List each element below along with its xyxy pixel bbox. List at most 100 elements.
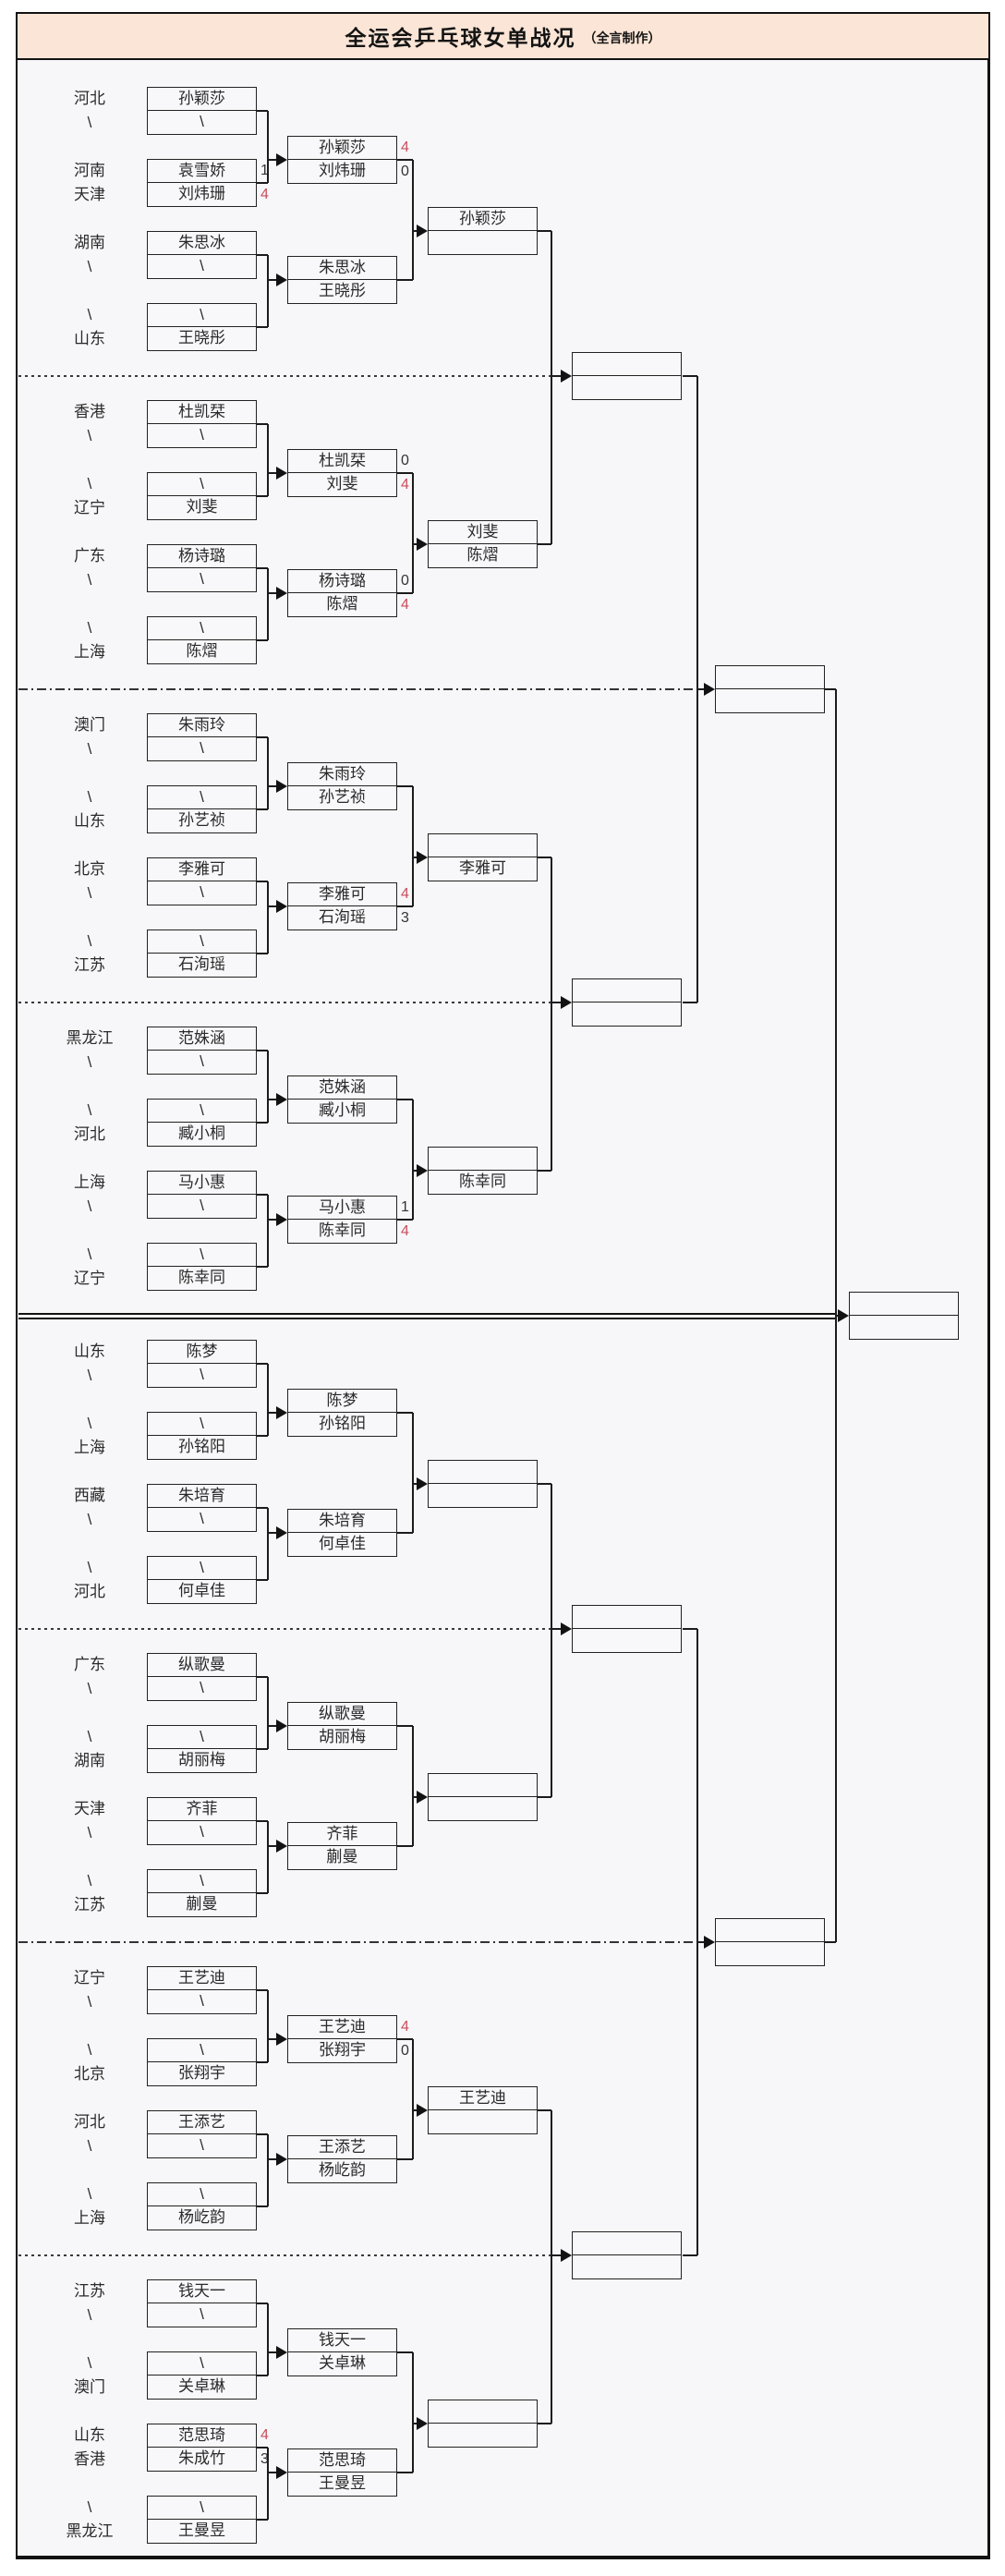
connector-line [257,1507,268,1509]
winner-arrow-icon [276,900,287,913]
player-slot: 蒯曼 [288,1845,396,1868]
player-slot: 关卓琳 [288,2351,396,2375]
bye-label: \ [87,1511,92,1528]
player-slot: 王晓彤 [148,326,256,349]
connector-line [397,785,413,787]
player-slot: 钱天一 [178,2282,225,2300]
winner-arrow-icon [276,2033,287,2046]
connector-line [397,159,413,161]
connector-line [413,2109,418,2111]
connector-line [257,2061,268,2063]
connector-line [267,1195,269,1267]
player-slot [573,375,681,398]
round2-match-box: 马小惠陈幸同 [287,1196,397,1244]
winner-arrow-icon [417,1164,428,1177]
round1-match-box: \胡丽梅 [147,1725,257,1773]
province-label: 江苏 [74,2282,105,2300]
connector-line [257,1989,268,1991]
round3-match-box: 李雅可 [428,833,538,881]
player-slot: \ [200,2041,204,2059]
round1-match-box: \王曼昱 [147,2496,257,2544]
connector-line [268,592,277,594]
connector-line [267,1508,269,1580]
connector-line [257,1363,268,1365]
winner-arrow-icon [276,2466,287,2479]
player-slot: 何卓佳 [148,1579,256,1602]
round3-match-box: 陈幸同 [428,1147,538,1195]
title-bar: 全运会乒乓球女单战况 （全言制作） [18,14,988,60]
connector-line [551,231,552,544]
connector-line [551,375,562,377]
player-slot: 孙颖莎 [319,139,366,156]
connector-line [397,1219,413,1221]
province-label: 香港 [74,403,105,420]
connector-line [413,1483,418,1485]
province-label: 天津 [74,1800,105,1817]
winner-arrow-icon [276,1406,287,1419]
player-slot: 齐菲 [326,1825,358,1842]
connector-line [836,1315,839,1317]
connector-line [551,1002,562,1003]
winner-arrow-icon [276,467,287,480]
connector-line [257,182,268,184]
player-slot: \ [148,254,256,277]
round1-match-box: \臧小桐 [147,1099,257,1147]
player-slot: \ [148,1676,256,1699]
player-slot: \ [200,2498,204,2516]
connector-line [551,2254,562,2256]
round2-match-box: 孙颖莎刘炜珊 [287,136,397,184]
round1-match-box: 李雅可\ [147,857,257,905]
winner-arrow-icon [704,1936,715,1949]
player-slot [850,1315,958,1338]
player-slot: 袁雪娇 [178,162,225,179]
player-slot: 杜凯栞 [178,403,225,420]
round1-match-box: 齐菲\ [147,1797,257,1845]
player-slot: 刘斐 [466,523,499,541]
connector-line [412,786,414,906]
player-slot [429,834,537,857]
bye-label: \ [87,1728,92,1745]
connector-line [397,472,413,474]
player-slot: 杨诗璐 [319,572,366,589]
round2-match-box: 陈梦孙铭阳 [287,1389,397,1437]
connector-line [257,254,268,256]
connector-line [257,2375,268,2376]
player-slot: 杜凯栞 [319,452,366,469]
connector-line [538,2109,551,2111]
winner-arrow-icon [704,683,715,696]
player-slot [429,1483,537,1506]
player-slot: 陈熠 [288,592,396,615]
score: 4 [401,477,409,492]
bye-label: \ [87,884,92,902]
player-slot: \ [148,1050,256,1073]
connector-line [538,230,551,232]
player-slot: \ [148,1507,256,1530]
connector-line [413,230,418,232]
quarterfinal-match-box [572,2231,682,2279]
connector-line [413,1796,418,1798]
player-slot: \ [200,475,204,492]
bye-label: \ [87,932,92,950]
winner-arrow-icon [417,1791,428,1804]
bye-label: \ [87,427,92,444]
round1-match-box: \陈熠 [147,616,257,664]
connector-line [267,568,269,640]
half-divider [18,1312,836,1319]
player-slot: \ [148,1194,256,1217]
player-slot: 孙艺祯 [288,785,396,808]
winner-arrow-icon [276,2153,287,2166]
round1-match-box: \张翔宇 [147,2038,257,2086]
score: 0 [401,164,409,179]
player-slot: 刘炜珊 [288,159,396,182]
player-slot: 胡丽梅 [148,1748,256,1771]
player-slot: \ [200,1245,204,1263]
connector-line [257,881,268,882]
connector-line [257,1820,268,1822]
score: 4 [260,187,269,202]
player-slot: \ [148,423,256,446]
province-label: 河北 [74,1583,105,1600]
connector-line [257,1194,268,1196]
round1-match-box: 王艺迪\ [147,1966,257,2014]
winner-arrow-icon [276,1719,287,1732]
player-slot: 孙铭阳 [288,1412,396,1435]
